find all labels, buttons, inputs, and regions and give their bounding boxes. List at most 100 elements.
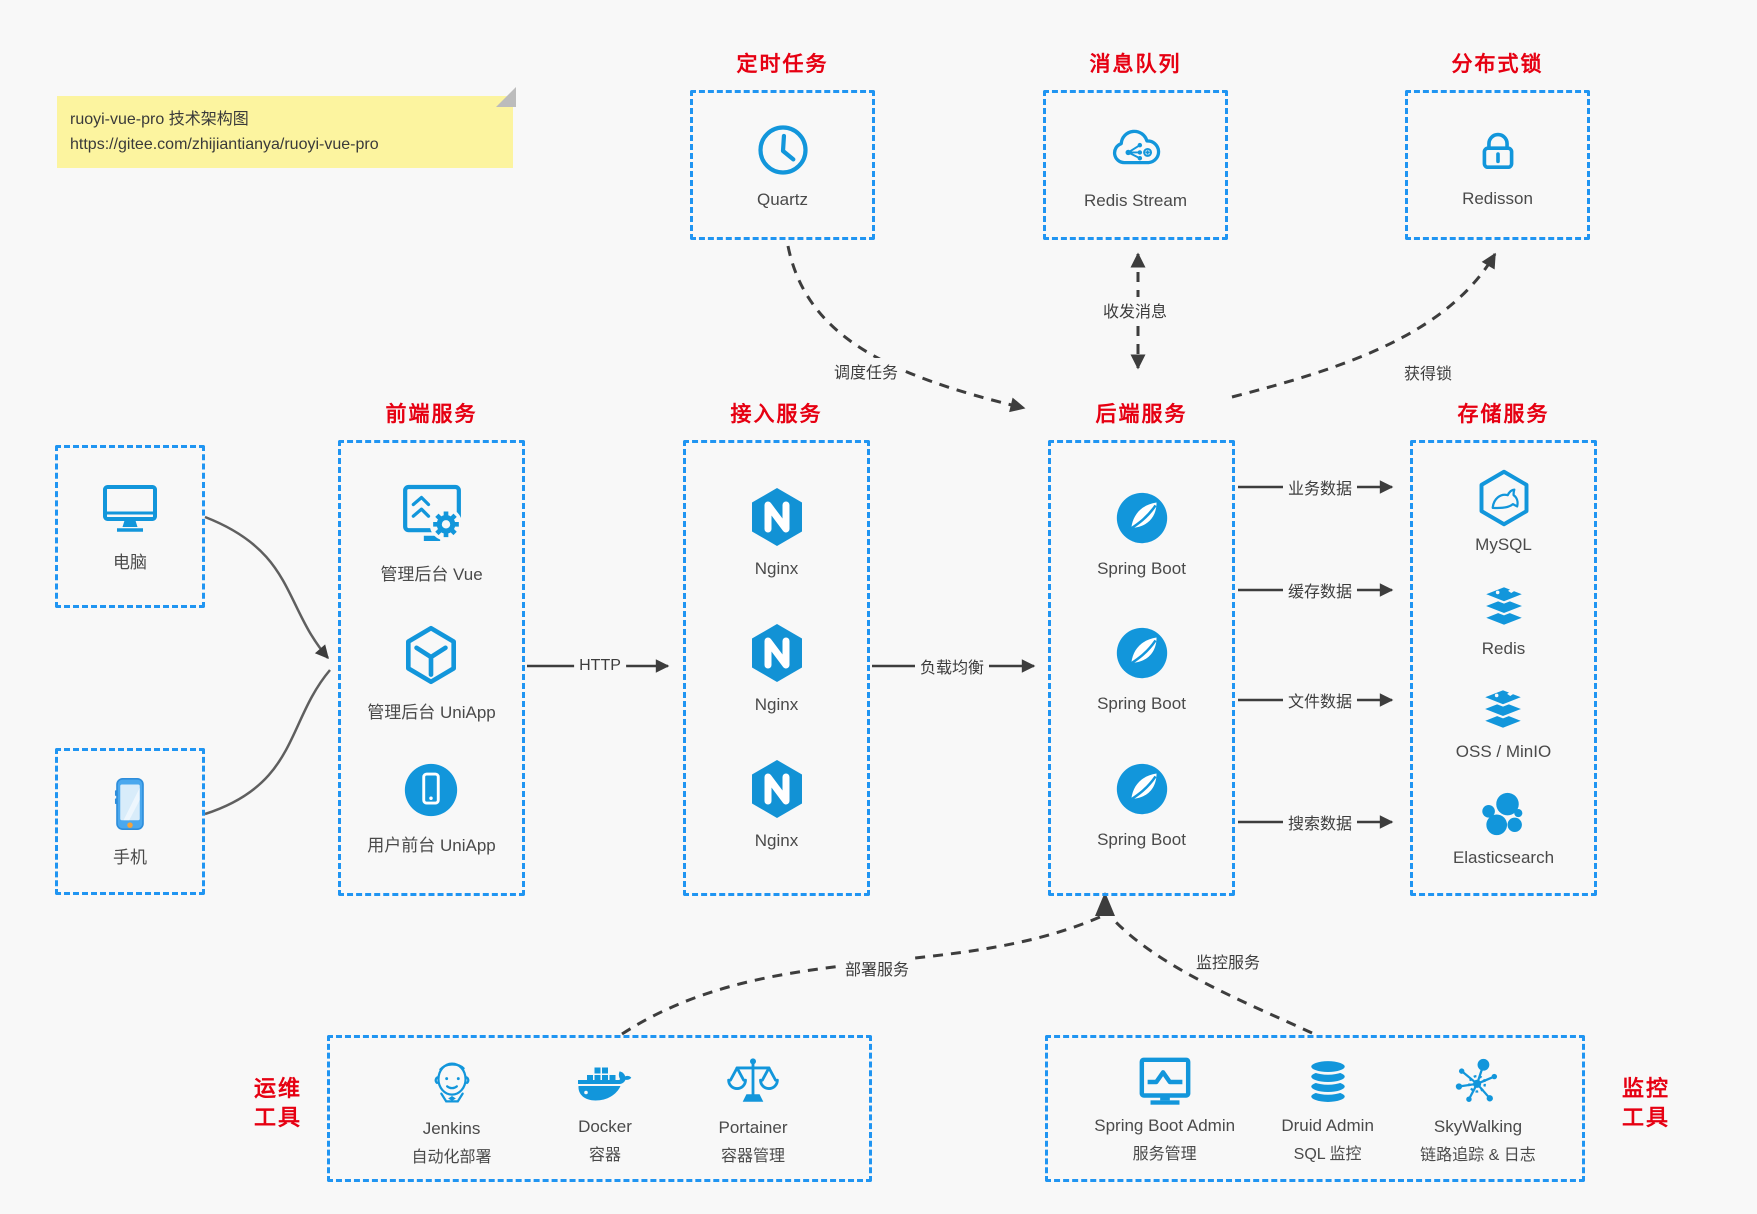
edge-label-message: 收发消息 [1097,297,1173,323]
database-icon [1308,1057,1348,1105]
computer-box: 电脑 [55,445,205,608]
redisson-item: Redisson [1462,121,1533,209]
nginx-item: Nginx [745,757,809,851]
redis-label: Redis [1481,638,1526,658]
oss-minio-label: OSS / MinIO [1455,742,1552,762]
storage-title: 存储服务 [1457,403,1550,426]
quartz-label: Quartz [756,190,809,209]
mysql-icon [1479,469,1528,527]
mysql-label: MySQL [1475,534,1532,554]
nginx-label: Nginx [754,831,799,850]
user-app-icon [405,764,458,817]
portainer-desc: 容器管理 [721,1147,786,1165]
elasticsearch-icon [1482,793,1523,836]
jenkins-name: Jenkins [422,1118,481,1138]
edge-label-monitor: 监控服务 [1190,948,1266,974]
redis-item: Redis [1475,580,1533,659]
nginx-icon [751,488,802,546]
scheduler-box: Quartz [690,90,875,240]
lock-icon [1482,132,1513,170]
edge-label-schedule: 调度任务 [828,358,904,384]
redis-stream-label: Redis Stream [1084,191,1187,210]
portainer-name: Portainer [718,1117,788,1137]
jenkins-desc: 自动化部署 [411,1148,492,1166]
oss-storage-icon [1479,688,1528,731]
storage-box: MySQL Redis OSS / MinIO [1410,440,1597,896]
spring-boot-admin-desc: 服务管理 [1132,1145,1197,1163]
edge-label-acquire-lock: 获得锁 [1398,359,1458,385]
mysql-item: MySQL [1474,468,1534,555]
note-url: https://gitee.com/zhijiantianya/ruoyi-vu… [70,136,379,153]
skywalking-desc: 链路追踪 & 日志 [1420,1146,1536,1164]
edge-label-deploy: 部署服务 [839,955,915,981]
edge-acquire-lock-line [1231,252,1497,399]
ops-title-line1: 运维 [253,1076,302,1101]
note-fold-corner [496,87,516,107]
monitoring-box: Spring Boot Admin 服务管理 Druid Admin SQL 监… [1045,1035,1585,1182]
edge-label-business-data: 业务数据 [1282,474,1358,500]
note-title: ruoyi-vue-pro 技术架构图 [70,111,249,128]
nginx-label: Nginx [754,559,799,578]
redis-icon [1479,584,1528,627]
spring-boot-label: Spring Boot [1097,558,1186,578]
monitoring-title-line2: 工具 [1621,1105,1670,1130]
admin-vue-icon [402,484,462,541]
user-uniapp-item: 用户前台 UniApp [367,759,496,856]
computer-item: 电脑 [98,480,162,573]
nginx-icon [751,624,802,682]
oss-minio-item: OSS / MinIO [1456,683,1551,762]
skywalking-name: SkyWalking [1433,1116,1523,1136]
spring-boot-item: Spring Boot [1097,758,1186,850]
druid-admin-item: Druid Admin SQL 监控 [1281,1054,1374,1164]
mq-title: 消息队列 [1089,53,1182,76]
nginx-icon [751,760,802,818]
lock-title: 分布式锁 [1451,53,1544,76]
edge-schedule-line [786,245,1026,413]
spring-boot-icon [1116,492,1167,543]
spring-boot-icon [1116,763,1167,814]
nginx-label: Nginx [754,695,799,714]
clock-icon [757,125,808,175]
jenkins-icon [434,1061,469,1102]
quartz-item: Quartz [753,120,813,210]
phone-item: 手机 [104,775,156,868]
docker-item: Docker 容器 [573,1053,637,1165]
skywalking-item: SkyWalking 链路追踪 & 日志 [1420,1053,1536,1165]
elasticsearch-item: Elasticsearch [1453,787,1554,868]
frontend-box: 管理后台 Vue 管理后台 UniApp 用户前台 UniApp [338,440,525,896]
docker-desc: 容器 [589,1146,622,1164]
edge-deploy-arrowhead [1095,892,1115,916]
spring-boot-label: Spring Boot [1097,694,1186,713]
spring-boot-item: Spring Boot [1097,487,1186,579]
nginx-item: Nginx [745,485,809,579]
admin-uniapp-item: 管理后台 UniApp [367,622,496,723]
docker-name: Docker [578,1116,632,1136]
computer-label: 电脑 [113,553,147,572]
nginx-item: Nginx [745,621,809,715]
druid-admin-desc: SQL 监控 [1293,1145,1362,1163]
backend-title: 后端服务 [1095,403,1188,426]
cloud-stream-icon [1113,129,1161,165]
phone-label: 手机 [113,848,147,867]
jenkins-item: Jenkins 自动化部署 [412,1051,492,1167]
edge-label-cache-data: 缓存数据 [1282,577,1358,603]
portainer-item: Portainer 容器管理 [719,1052,788,1166]
docker-icon [578,1067,632,1100]
redisson-label: Redisson [1462,189,1533,208]
lock-box: Redisson [1405,90,1590,240]
sticky-note: ruoyi-vue-pro 技术架构图 https://gitee.com/zh… [57,87,516,168]
admin-uniapp-label: 管理后台 UniApp [367,702,496,722]
ops-title-line2: 工具 [253,1105,302,1130]
admin-monitor-icon [1139,1057,1191,1105]
monitoring-title-line1: 监控 [1621,1076,1670,1101]
spring-boot-item: Spring Boot [1097,622,1186,714]
spring-boot-admin-item: Spring Boot Admin 服务管理 [1094,1054,1235,1164]
mq-box: Redis Stream [1043,90,1228,240]
edge-monitor-line [1109,915,1313,1035]
phone-icon [114,778,144,830]
scheduler-title: 定时任务 [736,53,829,76]
redis-stream-item: Redis Stream [1084,119,1187,211]
user-uniapp-label: 用户前台 UniApp [367,836,496,856]
edge-phone-line [204,669,331,816]
